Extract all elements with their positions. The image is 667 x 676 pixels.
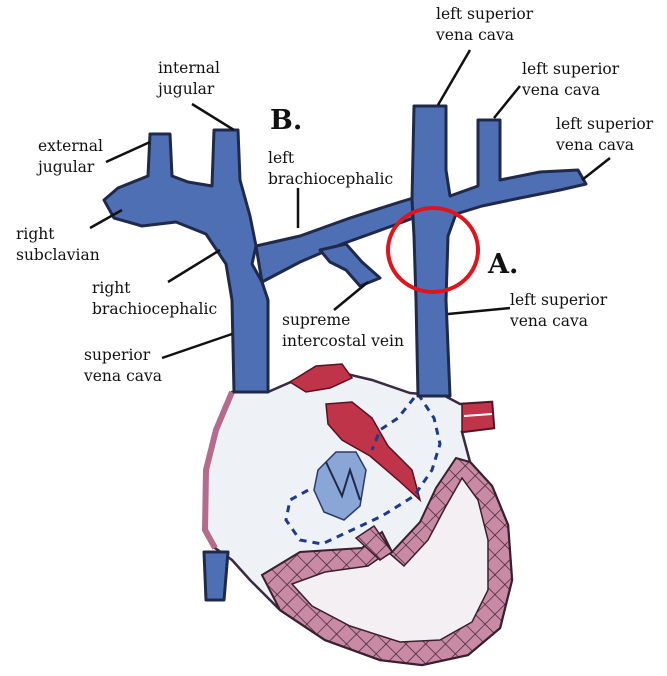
- right-venous-system: [102, 128, 270, 394]
- label-line: left: [268, 149, 295, 167]
- aorta-top: [288, 363, 354, 393]
- right-atrium-border: [201, 390, 235, 550]
- label-line: left superior: [556, 115, 654, 133]
- label-line: jugular: [158, 80, 215, 98]
- leader-lines: [89, 49, 611, 360]
- label-line: external: [38, 137, 103, 155]
- label-left-brachiocephalic: left brachiocephalic: [268, 148, 393, 190]
- pulmonary-artery: [325, 401, 422, 503]
- label-lsvc-upper-right: left superior vena cava: [522, 59, 619, 101]
- label-line: right: [16, 225, 55, 243]
- label-line: vena cava: [556, 136, 634, 154]
- label-line: vena cava: [436, 26, 514, 44]
- supreme-intercostal-vein: [318, 242, 382, 288]
- label-right-brachiocephalic: right brachiocephalic: [92, 278, 217, 320]
- septum: [354, 524, 394, 561]
- aorta-right: [461, 401, 495, 433]
- marker-b: B.: [270, 105, 303, 136]
- label-line: jugular: [38, 158, 95, 176]
- left-superior-vena-cava: [410, 104, 588, 398]
- label-line: supreme: [282, 311, 351, 329]
- tricuspid-region: [313, 451, 367, 521]
- label-line: superior: [84, 346, 151, 364]
- label-superior-vena-cava: superior vena cava: [84, 345, 162, 387]
- marker-a: A.: [488, 249, 519, 280]
- label-lsvc-far-right: left superior vena cava: [556, 114, 653, 156]
- label-line: brachiocephalic: [92, 300, 218, 318]
- label-internal-jugular: internal jugular: [158, 58, 220, 100]
- label-line: vena cava: [522, 81, 600, 99]
- label-line: vena cava: [84, 367, 162, 385]
- label-lsvc-top: left superior vena cava: [436, 4, 533, 46]
- left-brachiocephalic-vein: [254, 194, 426, 284]
- label-external-jugular: external jugular: [38, 136, 103, 178]
- label-line: brachiocephalic: [268, 170, 394, 188]
- label-line: subclavian: [16, 246, 100, 264]
- label-line: intercostal vein: [282, 332, 404, 350]
- label-right-subclavian: right subclavian: [16, 224, 100, 266]
- label-line: left superior: [522, 60, 620, 78]
- veins: [102, 104, 588, 602]
- label-line: internal: [158, 59, 220, 77]
- highlight-circle-a: [386, 206, 480, 294]
- inferior-vena-cava: [202, 550, 230, 602]
- label-lsvc-lower: left superior vena cava: [510, 290, 607, 332]
- heart: [201, 363, 514, 667]
- label-line: left superior: [510, 291, 608, 309]
- label-supreme-intercostal-vein: supreme intercostal vein: [282, 310, 404, 352]
- label-line: right: [92, 279, 131, 297]
- label-line: left superior: [436, 5, 534, 23]
- label-line: vena cava: [510, 312, 588, 330]
